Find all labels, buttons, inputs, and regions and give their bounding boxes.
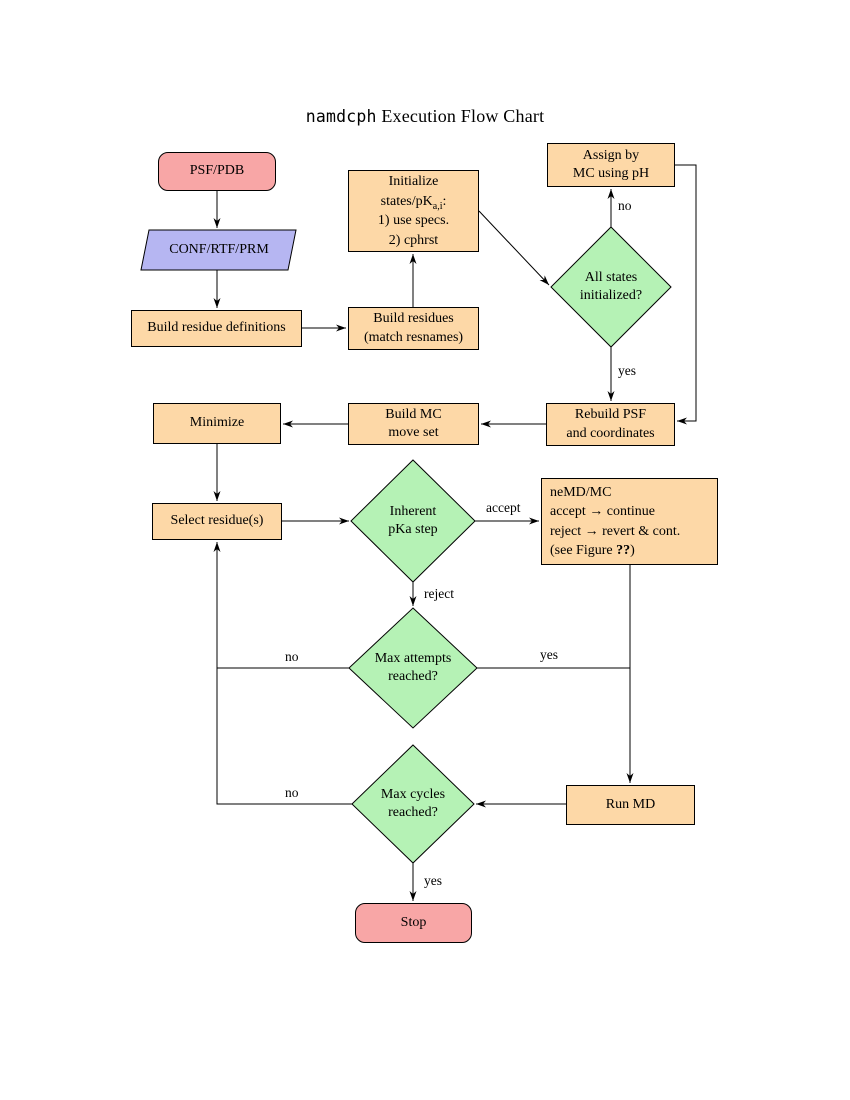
node-assign-by-mc-label: Assign by MC using pH [572,147,650,182]
nemd-line3: reject → revert & cont. [550,523,681,539]
node-inherent-pka-step: Inherent pKa step [351,495,475,547]
node-stop-label: Stop [400,914,427,930]
node-all-states-initialized: All states initialized? [551,261,671,313]
initialize-line2: states/pKa,i: [381,192,447,212]
title-rest-part: Execution Flow Chart [376,106,545,126]
node-build-residue-definitions: Build residue definitions [131,310,302,347]
node-stop: Stop [355,903,472,943]
initialize-line2-sub: a,i [432,200,443,212]
node-minimize-label: Minimize [189,415,245,431]
nemd-line4-pre: (see Figure [550,543,617,558]
edge-label-yes-stop: yes [424,873,442,888]
diamond-max-attempts-reached [348,607,478,729]
parallelogram-conf-rtf-prm [140,229,297,271]
node-build-mc-move-set: Build MC move set [348,403,479,445]
diamond-inherent-pka-step [350,459,476,583]
initialize-line3: 1) use specs. [377,213,450,228]
edge-maxcycles-no-to-select [213,542,352,805]
node-max-cycles-reached-label: Max cycles reached? [380,786,446,821]
node-inherent-pka-step-label: Inherent pKa step [388,503,438,538]
node-select-residues-label: Select residue(s) [170,513,264,529]
edge-label-yes-rebuild: yes [618,363,636,378]
node-psf-pdb-label: PSF/PDB [189,163,245,179]
nemd-line4-bold: ?? [616,543,631,558]
node-rebuild-psf: Rebuild PSF and coordinates [546,403,675,446]
node-run-md-label: Run MD [605,796,656,812]
page-title: namdcph Execution Flow Chart [0,106,850,127]
edge-initialize-to-allstates [478,210,550,286]
edge-label-no-max-cycles: no [285,785,299,800]
node-build-mc-move-set-label: Build MC move set [385,406,442,441]
edge-label-no-assign: no [618,198,632,213]
node-conf-rtf-prm-label: CONF/RTF/PRM [169,241,269,257]
node-all-states-initialized-label: All states initialized? [579,269,643,304]
initialize-line2-post: : [442,193,447,209]
edge-label-no-max-attempts: no [285,649,299,664]
nemd-line2: accept → continue [550,504,655,519]
node-psf-pdb: PSF/PDB [158,152,276,191]
node-max-attempts-reached: Max attempts reached? [341,642,485,694]
diamond-max-cycles-reached [351,744,475,864]
node-build-residue-definitions-label: Build residue definitions [147,320,286,336]
diamond-all-states-initialized [550,226,672,348]
node-build-residues-label: Build residues (match resnames) [363,311,464,345]
edge-label-accept: accept [486,500,521,515]
node-initialize-states: Initialize states/pKa,i: 1) use specs. 2… [348,170,479,252]
nemd-line1: neMD/MC [550,484,612,500]
edge-assign-to-rebuild [675,164,697,425]
node-max-cycles-reached: Max cycles reached? [352,778,474,830]
node-conf-rtf-prm: CONF/RTF/PRM [146,237,292,263]
node-build-residues: Build residues (match resnames) [348,307,479,350]
node-rebuild-psf-label: Rebuild PSF and coordinates [566,407,655,441]
node-assign-by-mc: Assign by MC using pH [547,143,675,187]
edge-label-yes-max-attempts: yes [540,647,558,662]
initialize-line2-pre: states/pK [380,193,433,209]
node-minimize: Minimize [153,403,281,444]
node-nemd-mc: neMD/MC accept → continue reject → rever… [541,478,718,565]
nemd-line4: (see Figure ??) [550,541,635,561]
title-mono-part: namdcph [305,107,377,126]
nemd-line4-post: ) [630,543,635,558]
node-select-residues: Select residue(s) [152,503,282,540]
node-run-md: Run MD [566,785,695,825]
edge-label-reject: reject [424,586,454,601]
node-max-attempts-reached-label: Max attempts reached? [374,650,452,685]
initialize-line1: Initialize [388,174,439,189]
initialize-line4: 2) cphrst [388,232,439,248]
